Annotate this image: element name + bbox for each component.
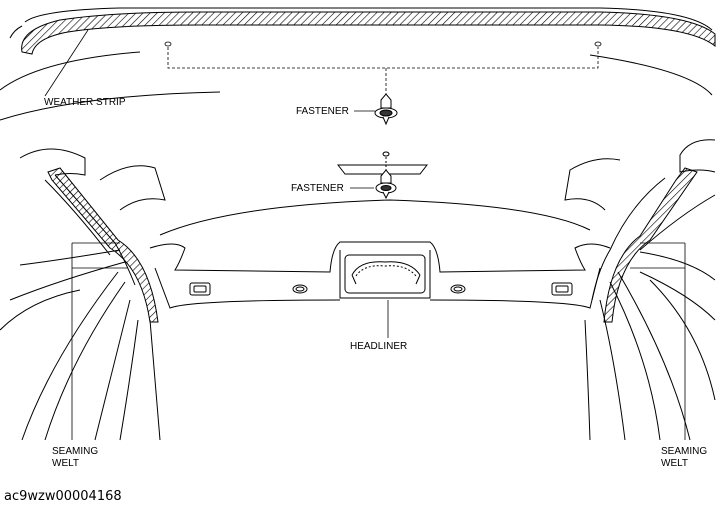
- fastener-upper-icon: [375, 94, 397, 124]
- headliner-label: HEADLINER: [350, 341, 408, 352]
- weather-strip: [22, 12, 715, 54]
- upper-fastener-holes: [165, 42, 601, 98]
- fastener-lower-label: FASTENER: [291, 183, 344, 194]
- seaming-welt-right-label-line1: SEAMING: [661, 446, 708, 457]
- fastener-lower-icon: [376, 170, 396, 198]
- roof-outline: [0, 8, 712, 120]
- left-seaming-welt: [48, 168, 158, 322]
- weather-strip-label: WEATHER STRIP: [44, 97, 126, 108]
- seaming-welt-left-label-line2: WELT: [52, 458, 80, 469]
- seaming-welt-right-label-line2: WELT: [661, 458, 689, 469]
- room-lamp-bracket: [338, 152, 427, 174]
- headliner-removal-diagram: [0, 0, 725, 480]
- right-seaming-welt: [604, 168, 697, 322]
- headliner-grip-recess: [345, 255, 425, 293]
- seaming-welt-left-label-line1: SEAMING: [52, 446, 99, 457]
- figure-code: ac9wzw00004168: [4, 489, 122, 504]
- fastener-upper-label: FASTENER: [296, 106, 349, 117]
- leader-lines: [45, 30, 685, 440]
- right-pillar: [565, 140, 715, 440]
- headliner-panel: [150, 200, 610, 308]
- left-pillar: [0, 149, 165, 440]
- headliner-clip-holes: [190, 283, 572, 295]
